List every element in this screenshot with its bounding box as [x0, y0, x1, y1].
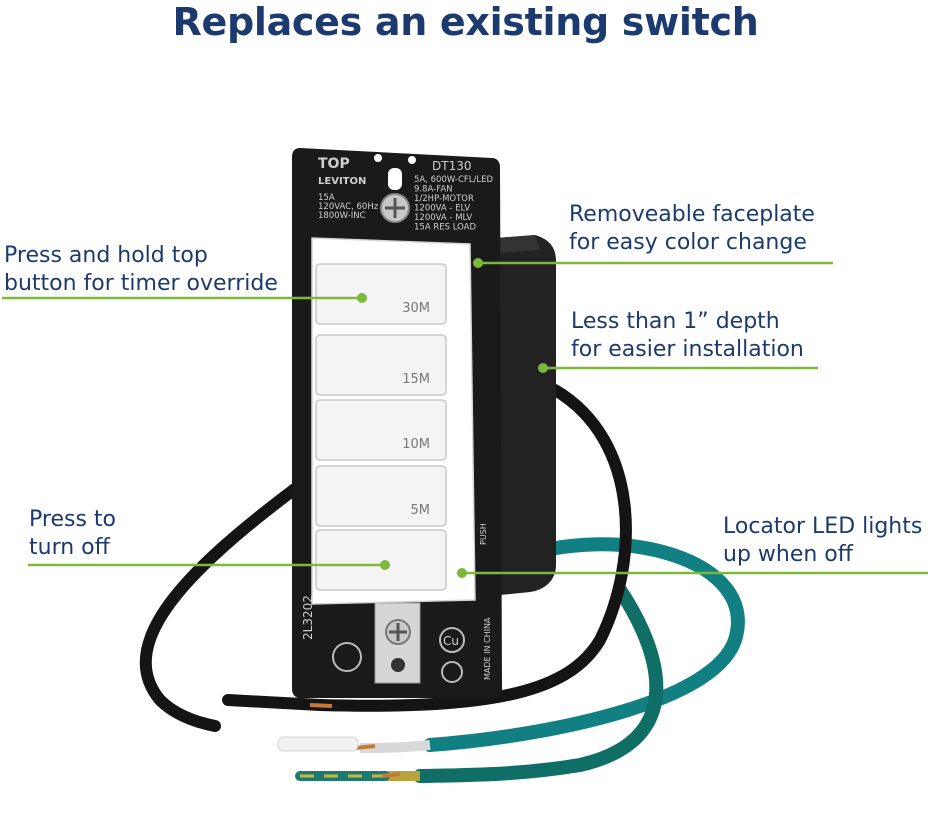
brand-label: LEVITON: [318, 176, 366, 187]
timer-button-30m[interactable]: [315, 263, 447, 325]
leader-lines: [2, 261, 928, 575]
load-wire: [314, 384, 632, 712]
bottom-code: 2L3202: [301, 595, 315, 640]
ground-wire: [423, 537, 745, 752]
timer-button-15m[interactable]: [315, 334, 447, 396]
spec-line: 1200VA - ELV: [414, 204, 470, 214]
timer-button-10m[interactable]: [315, 399, 447, 461]
timer-button-5m[interactable]: [315, 465, 447, 527]
ground-wire-yellow: [413, 583, 664, 783]
spec-line: 120VAC, 60Hz: [318, 202, 379, 212]
spec-line: 15A: [318, 193, 335, 203]
csa-mark-icon: [332, 642, 362, 672]
page-title: Replaces an existing switch: [172, 0, 759, 44]
timer-button-label: 15M: [402, 372, 430, 387]
callout-timer-override: Press and hold top button for timer over…: [4, 243, 278, 296]
spec-line: 1200VA - MLV: [414, 213, 472, 223]
push-label: PUSH: [479, 523, 488, 545]
spec-line: 9.8A-FAN: [414, 185, 453, 195]
callout-locator-led: Locator LED lights up when off: [723, 514, 923, 567]
callout-turn-off: Press to turn off: [29, 507, 116, 560]
spec-line: 15A RES LOAD: [414, 223, 476, 233]
model-label: DT130: [432, 159, 471, 173]
line-wire: [139, 479, 306, 732]
ground-mark-icon: [441, 661, 463, 683]
spec-line: 5A, 600W-CFL/LED: [414, 175, 494, 185]
top-label: TOP: [318, 156, 350, 172]
spec-line: 1800W-INC: [318, 211, 366, 221]
timer-button-label: 30M: [402, 301, 430, 316]
cu-mark: Cu: [443, 634, 459, 648]
callout-depth: Less than 1” depth for easier installati…: [571, 309, 804, 362]
callout-faceplate: Removeable faceplate for easy color chan…: [569, 202, 815, 255]
spec-line: 1/2HP-MOTOR: [414, 194, 474, 204]
timer-button-label: 10M: [402, 437, 430, 452]
right-specs: 5A, 600W-CFL/LED9.8A-FAN1/2HP-MOTOR1200V…: [414, 175, 494, 233]
timer-button-label: 5M: [411, 503, 431, 518]
timer-button-off[interactable]: [315, 529, 447, 591]
timer-buttons: 30M 15M 10M 5M: [315, 263, 447, 591]
made-in-label: MADE IN CHINA: [483, 617, 492, 680]
